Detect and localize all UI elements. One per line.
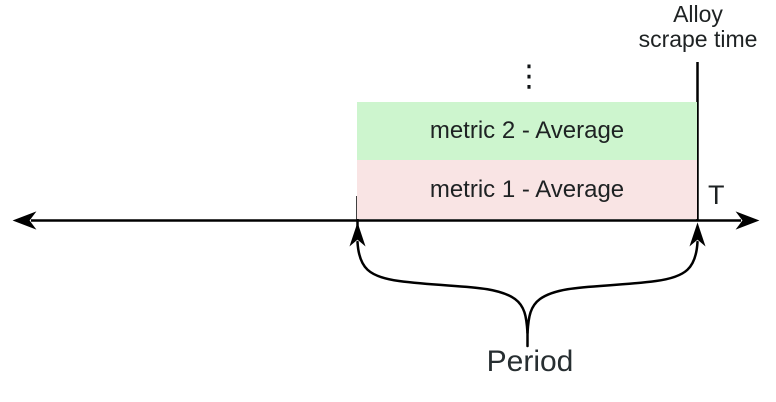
period-brace-right-curve — [526, 240, 699, 335]
metric-1-box: metric 1 - Average — [357, 160, 697, 219]
scrape-time-label: Alloy scrape time — [638, 1, 758, 53]
metric-2-box: metric 2 - Average — [357, 102, 697, 160]
period-brace-arrow-right-icon — [689, 222, 706, 247]
metric-1-label: metric 1 - Average — [429, 175, 625, 203]
period-brace-left-curve — [356, 240, 529, 348]
metric-2-label: metric 2 - Average — [429, 117, 625, 144]
period-brace-arrow-left-icon — [349, 222, 366, 247]
time-axis-arrow-left-icon — [12, 211, 37, 230]
time-axis-arrow-right-icon — [735, 211, 760, 230]
more-metrics-ellipsis-icon: ⋮ — [514, 59, 544, 94]
period-label: Period — [486, 345, 574, 378]
axis-t-label: T — [708, 180, 725, 210]
